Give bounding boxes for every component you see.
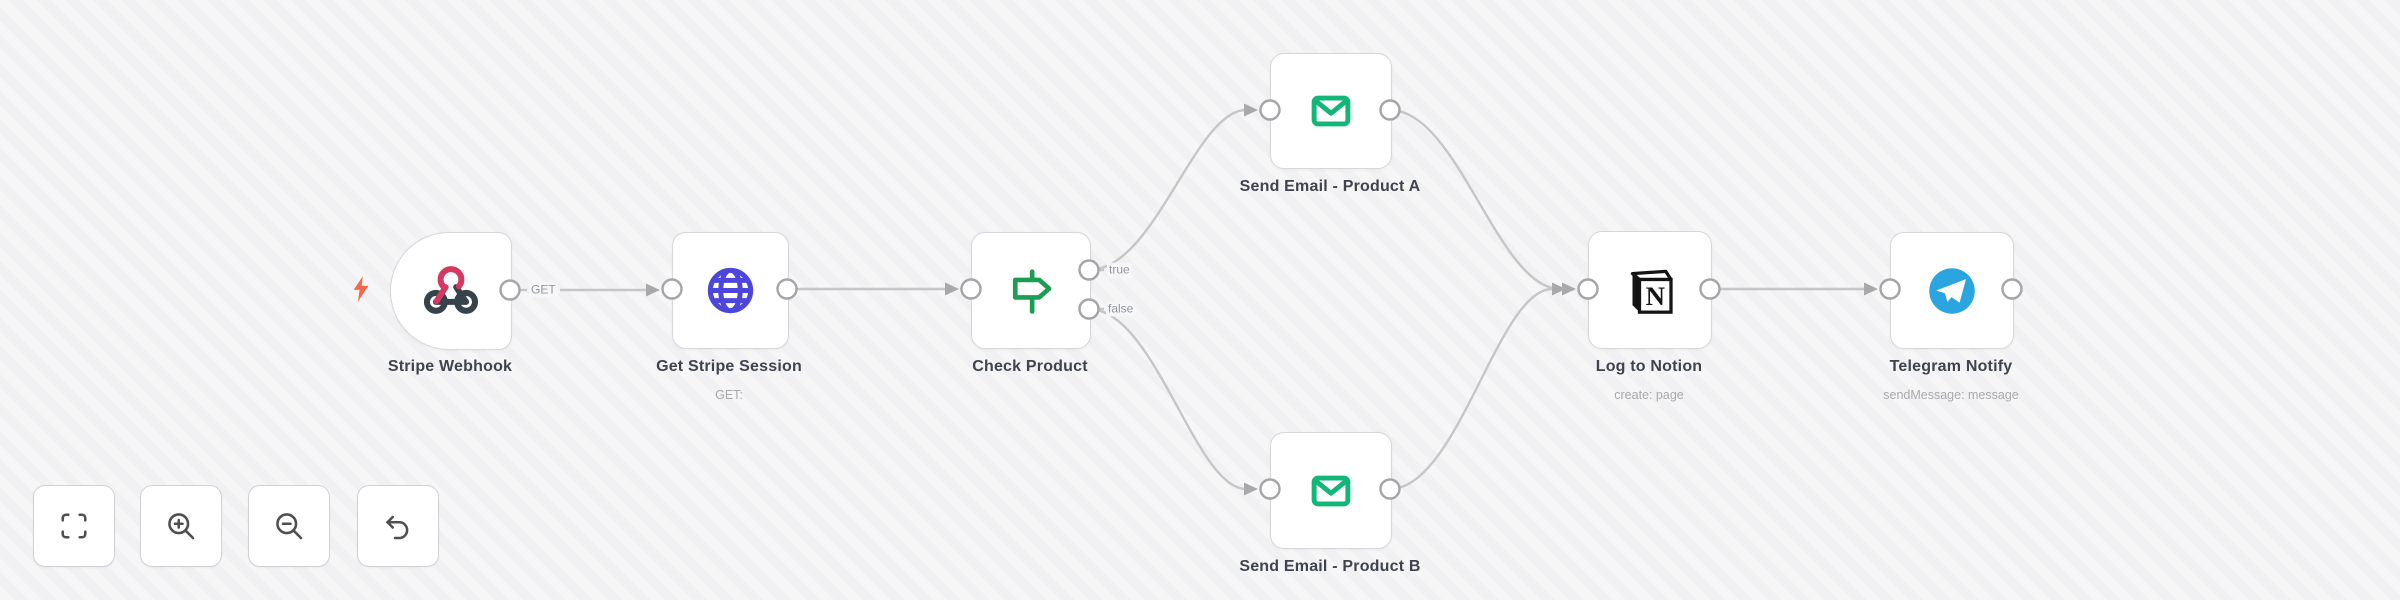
port-webhook-output[interactable] — [499, 279, 521, 301]
telegram-icon — [1929, 267, 1975, 314]
port-notion-output[interactable] — [1699, 278, 1721, 300]
zoom-out-button[interactable] — [248, 485, 330, 567]
edge-email-a-to-notion[interactable] — [1389, 108, 1561, 291]
node-label-send-email-b: Send Email - Product B — [1239, 558, 1421, 575]
edge-label-true: true — [1107, 262, 1132, 278]
port-telegram-output[interactable] — [2001, 278, 2023, 300]
node-label-send-email-a: Send Email - Product A — [1239, 178, 1421, 195]
node-label-stripe-webhook: Stripe Webhook — [387, 358, 513, 375]
fit-view-button[interactable] — [33, 485, 115, 567]
globe-icon — [707, 267, 754, 314]
node-label-check-product: Check Product — [972, 358, 1088, 375]
svg-text:N: N — [1646, 281, 1666, 311]
node-telegram-notify[interactable] — [1890, 232, 2014, 349]
undo-button[interactable] — [357, 485, 439, 567]
zoom-in-button[interactable] — [140, 485, 222, 567]
fit-view-icon — [61, 513, 87, 539]
undo-icon — [386, 515, 409, 540]
node-get-stripe-session[interactable] — [672, 232, 789, 349]
node-log-to-notion[interactable]: N — [1588, 231, 1712, 349]
node-label-log-to-notion: Log to Notion — [1595, 358, 1703, 375]
zoom-out-icon — [276, 513, 303, 540]
arrowhead — [1244, 103, 1258, 117]
signpost-icon — [1012, 268, 1052, 314]
edge-label-get: GET — [529, 282, 558, 298]
edge-label-false: false — [1106, 301, 1136, 317]
port-check-output-false[interactable] — [1078, 298, 1100, 320]
port-notion-input[interactable] — [1577, 278, 1599, 300]
node-stripe-webhook[interactable] — [390, 232, 512, 350]
port-email-b-input[interactable] — [1259, 478, 1281, 500]
node-label-get-stripe-session: Get Stripe Session — [656, 358, 802, 375]
port-session-output[interactable] — [776, 278, 798, 300]
notion-icon: N — [1630, 269, 1673, 314]
arrowhead — [1562, 282, 1576, 296]
node-check-product[interactable] — [971, 232, 1091, 349]
node-send-email-a[interactable] — [1270, 53, 1392, 169]
port-email-a-input[interactable] — [1259, 99, 1281, 121]
arrowhead — [945, 282, 959, 296]
port-check-input[interactable] — [960, 278, 982, 300]
port-session-input[interactable] — [661, 278, 683, 300]
port-check-output-true[interactable] — [1078, 259, 1100, 281]
arrowhead — [1864, 282, 1878, 296]
email-icon — [1311, 475, 1351, 506]
node-subtitle-log-to-notion: create: page — [1614, 388, 1684, 402]
node-send-email-b[interactable] — [1270, 432, 1392, 549]
arrowhead — [646, 283, 660, 297]
zoom-in-icon — [168, 513, 195, 540]
node-subtitle-get-stripe-session: GET: — [715, 388, 743, 402]
email-icon — [1311, 95, 1351, 127]
port-email-a-output[interactable] — [1379, 99, 1401, 121]
edge-false-to-send-email-b[interactable] — [1088, 307, 1247, 491]
port-email-b-output[interactable] — [1379, 478, 1401, 500]
arrowhead — [1244, 482, 1258, 496]
port-telegram-input[interactable] — [1879, 278, 1901, 300]
node-subtitle-telegram-notify: sendMessage: message — [1883, 388, 2019, 402]
node-label-telegram-notify: Telegram Notify — [1889, 358, 2013, 375]
webhook-icon — [423, 266, 479, 314]
trigger-bolt-icon — [353, 276, 369, 302]
edge-email-b-to-notion[interactable] — [1389, 287, 1553, 491]
